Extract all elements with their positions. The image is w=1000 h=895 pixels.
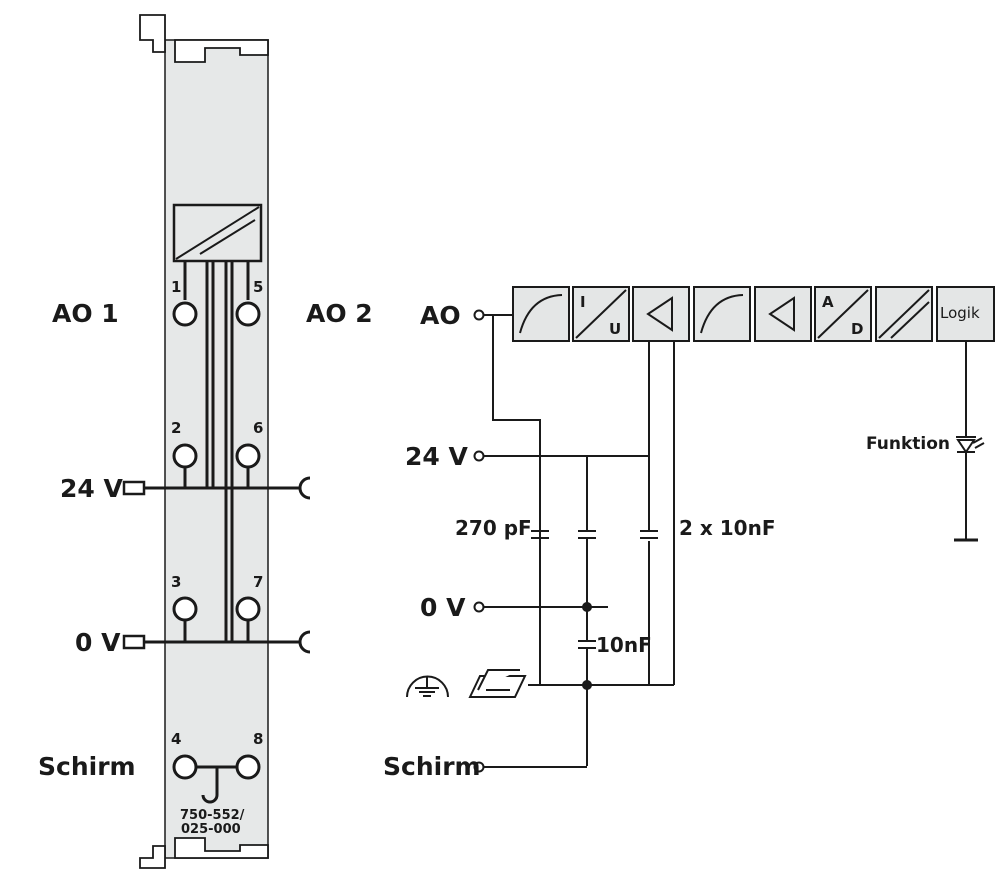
block-labels: I U A D Logik bbox=[580, 293, 980, 338]
block-amplifier-2 bbox=[754, 286, 812, 342]
schematic-0v-label: 0 V bbox=[420, 593, 466, 622]
top-latch bbox=[174, 39, 269, 63]
block-i-label: I bbox=[580, 293, 586, 311]
terminal-5 bbox=[235, 301, 261, 327]
schematic-shield-label: Schirm bbox=[383, 752, 481, 781]
ao2-label: AO 2 bbox=[306, 299, 373, 328]
block-a-label: A bbox=[822, 293, 834, 311]
terminal-7 bbox=[235, 596, 261, 622]
pin-6-label: 6 bbox=[253, 419, 263, 437]
module-labels: AO 1 AO 2 24 V 0 V Schirm 1 5 2 6 3 7 4 … bbox=[38, 278, 373, 837]
schematic-ao-label: AO bbox=[420, 301, 461, 330]
part-number-line2: 025-000 bbox=[181, 822, 241, 837]
pin-1-label: 1 bbox=[171, 278, 181, 296]
schematic bbox=[406, 286, 995, 773]
terminal-3 bbox=[172, 596, 198, 622]
schematic-shield-terminal bbox=[473, 761, 485, 773]
cap-270pf-label: 270 pF bbox=[455, 516, 532, 540]
pin-7-label: 7 bbox=[253, 573, 263, 591]
schematic-24v-label: 24 V bbox=[405, 442, 468, 471]
top-clip bbox=[139, 14, 166, 53]
block-logik bbox=[936, 286, 995, 342]
ao-terminal bbox=[473, 309, 485, 321]
block-d-label: D bbox=[851, 320, 863, 338]
power-contact-0v-left bbox=[122, 634, 146, 650]
funktion-label: Funktion bbox=[866, 434, 950, 454]
terminal-6 bbox=[235, 443, 261, 469]
module-shield-label: Schirm bbox=[38, 752, 136, 781]
block-u-label: U bbox=[609, 320, 621, 338]
ao1-label: AO 1 bbox=[52, 299, 119, 328]
module-0v-label: 0 V bbox=[75, 628, 121, 657]
schematic-24v-terminal bbox=[473, 450, 485, 462]
terminal-2 bbox=[172, 443, 198, 469]
power-contact-0v-right bbox=[298, 630, 311, 654]
terminal-4 bbox=[172, 754, 198, 780]
din-rail-icon bbox=[468, 669, 527, 698]
bottom-clip bbox=[139, 845, 166, 869]
led-icon bbox=[956, 436, 985, 454]
bottom-latch bbox=[174, 837, 269, 859]
terminal-8 bbox=[235, 754, 261, 780]
pin-2-label: 2 bbox=[171, 419, 181, 437]
power-contact-24v-right bbox=[298, 476, 311, 500]
pin-3-label: 3 bbox=[171, 573, 181, 591]
schematic-labels: AO 24 V 0 V Schirm 270 pF 2 x 10nF 10nF … bbox=[383, 301, 950, 781]
signal-chain bbox=[512, 286, 995, 342]
terminal-1 bbox=[172, 301, 198, 327]
shield-bridge-hook bbox=[201, 767, 219, 804]
block-logik-label: Logik bbox=[940, 304, 980, 322]
terminal-module bbox=[122, 14, 311, 869]
cap-2x10nf-label: 2 x 10nF bbox=[679, 516, 775, 540]
part-number-line1: 750-552/ bbox=[180, 808, 245, 823]
pin-4-label: 4 bbox=[171, 730, 181, 748]
earth-ground-icon bbox=[406, 675, 449, 698]
pin-5-label: 5 bbox=[253, 278, 263, 296]
schematic-0v-terminal bbox=[473, 601, 485, 613]
cap-10nf-label: 10nF bbox=[596, 633, 652, 657]
block-amplifier-1 bbox=[632, 286, 690, 342]
power-contact-24v-left bbox=[122, 480, 146, 496]
module-24v-label: 24 V bbox=[60, 474, 123, 503]
pin-8-label: 8 bbox=[253, 730, 263, 748]
